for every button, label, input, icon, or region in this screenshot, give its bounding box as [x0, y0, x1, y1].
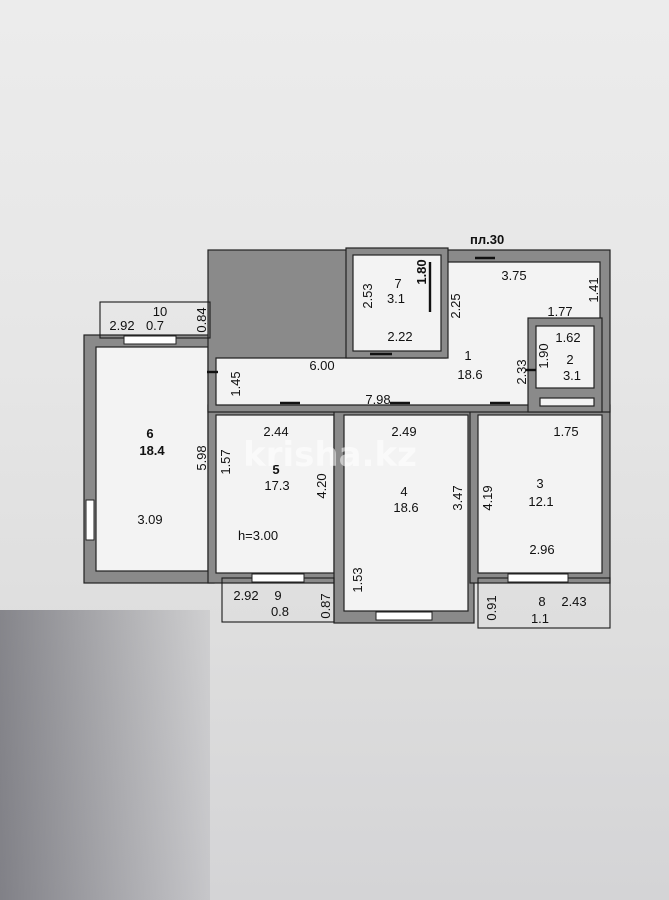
- window-room-3: [507, 573, 569, 583]
- dim-3-75: 3.75: [501, 268, 526, 283]
- dim-1-53: 1.53: [350, 567, 365, 592]
- room-2-niche: [539, 397, 595, 407]
- room-3-number: 3: [536, 476, 543, 491]
- dim-1-90: 1.90: [536, 343, 551, 368]
- dim-5-98: 5.98: [194, 445, 209, 470]
- room-6-area: 18.4: [139, 443, 165, 458]
- room-5-area: 17.3: [264, 478, 289, 493]
- ceiling-height: h=3.00: [238, 528, 278, 543]
- room-3-floor: [477, 414, 603, 574]
- room-3-area: 12.1: [528, 494, 553, 509]
- window-room-5: [251, 573, 305, 583]
- room-9-number: 9: [274, 588, 281, 603]
- room-10-area: 0.7: [146, 318, 164, 333]
- room-4-floor: [343, 414, 469, 612]
- dim-2-25: 2.25: [448, 293, 463, 318]
- room-9-area: 0.8: [271, 604, 289, 619]
- dim-3-09: 3.09: [137, 512, 162, 527]
- dim-1-77: 1.77: [547, 304, 572, 319]
- dim-0-84: 0.84: [194, 307, 209, 332]
- room-8-area: 1.1: [531, 611, 549, 626]
- room-10-number: 10: [153, 304, 167, 319]
- dim-2-96: 2.96: [529, 542, 554, 557]
- room-1-area: 18.6: [457, 367, 482, 382]
- dim-2-53: 2.53: [360, 283, 375, 308]
- windows: [85, 335, 569, 621]
- dim-3-47: 3.47: [450, 485, 465, 510]
- room-7-number: 7: [394, 276, 401, 291]
- room-6-number: 6: [146, 426, 153, 441]
- labels: пл.30 1 18.6 2 3.1 3 12.1 4 18.6 5 17.3 …: [109, 232, 601, 626]
- room-8-number: 8: [538, 594, 545, 609]
- room-7-area: 3.1: [387, 291, 405, 306]
- dim-1-80: 1.80: [414, 259, 429, 284]
- room-1-number: 1: [464, 348, 471, 363]
- dim-2-43: 2.43: [561, 594, 586, 609]
- dim-7-98: 7.98: [365, 392, 390, 407]
- window-room-6-side: [85, 499, 95, 541]
- dim-0-87: 0.87: [318, 593, 333, 618]
- dim-0-91: 0.91: [484, 595, 499, 620]
- room-4-area: 18.6: [393, 500, 418, 515]
- room-5-floor: [215, 414, 335, 574]
- header-label: пл.30: [470, 232, 504, 247]
- window-room-6: [123, 335, 177, 345]
- doors: [207, 256, 536, 405]
- dim-1-45: 1.45: [228, 371, 243, 396]
- room-4-number: 4: [400, 484, 407, 499]
- dim-1-62: 1.62: [555, 330, 580, 345]
- dim-4-19: 4.19: [480, 485, 495, 510]
- room-2-number: 2: [566, 352, 573, 367]
- room-7-floor: [352, 254, 442, 352]
- window-room-4: [375, 611, 433, 621]
- dim-2-92-bottom: 2.92: [233, 588, 258, 603]
- walls: [83, 247, 611, 624]
- dim-2-49: 2.49: [391, 424, 416, 439]
- room-5-number: 5: [272, 462, 279, 477]
- room-2-area: 3.1: [563, 368, 581, 383]
- dim-2-33: 2.33: [514, 359, 529, 384]
- room-2-floor: [535, 325, 595, 389]
- dim-6-00: 6.00: [309, 358, 334, 373]
- dim-4-20: 4.20: [314, 473, 329, 498]
- dim-2-22: 2.22: [387, 329, 412, 344]
- dim-1-75: 1.75: [553, 424, 578, 439]
- dim-1-57: 1.57: [218, 449, 233, 474]
- watermark: krisha.kz: [243, 435, 417, 475]
- dim-2-92-top: 2.92: [109, 318, 134, 333]
- dim-2-44: 2.44: [263, 424, 288, 439]
- dim-1-41: 1.41: [586, 277, 601, 302]
- room-6-floor: [95, 346, 209, 572]
